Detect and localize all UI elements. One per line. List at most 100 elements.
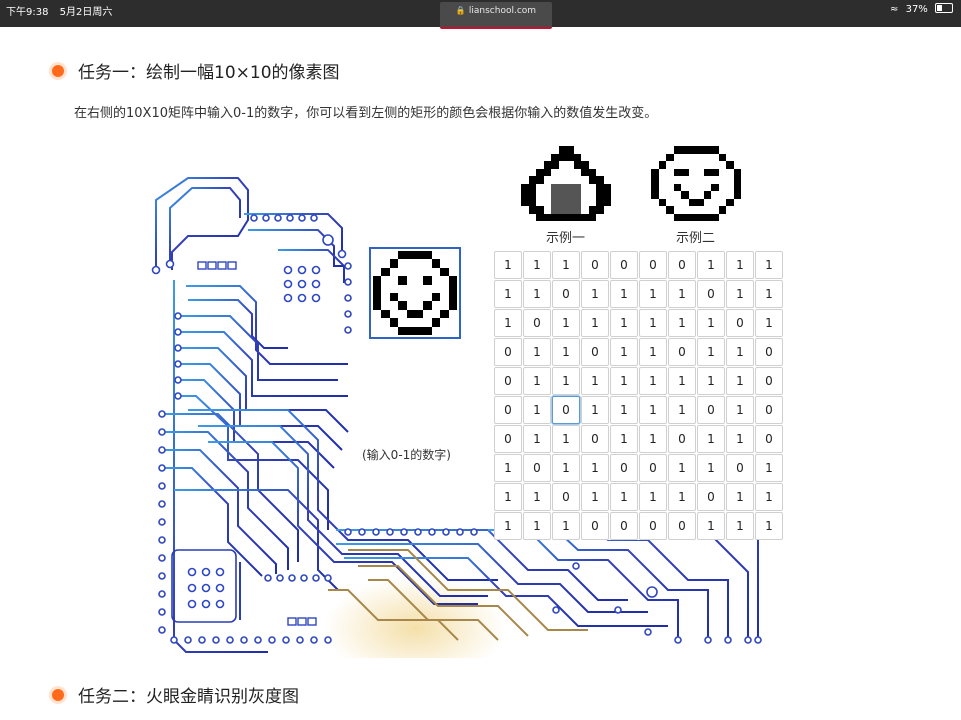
matrix-cell[interactable]: 1 [552,367,580,395]
matrix-cell[interactable]: 1 [552,454,580,482]
matrix-cell[interactable]: 1 [726,512,754,540]
matrix-cell[interactable]: 1 [755,280,783,308]
matrix-cell[interactable]: 1 [726,483,754,511]
matrix-cell[interactable]: 1 [494,309,522,337]
matrix-cell[interactable]: 0 [755,338,783,366]
matrix-cell[interactable]: 0 [639,251,667,279]
matrix-cell[interactable]: 1 [581,483,609,511]
matrix-cell[interactable]: 0 [697,280,725,308]
matrix-cell[interactable]: 0 [726,454,754,482]
matrix-cell[interactable]: 1 [697,367,725,395]
matrix-cell[interactable]: 0 [610,251,638,279]
matrix-cell[interactable]: 1 [494,454,522,482]
matrix-cell[interactable]: 1 [755,512,783,540]
matrix-cell[interactable]: 0 [755,367,783,395]
matrix-cell[interactable]: 1 [610,280,638,308]
matrix-cell[interactable]: 1 [726,338,754,366]
matrix-cell[interactable]: 1 [697,251,725,279]
matrix-cell[interactable]: 1 [697,512,725,540]
matrix-cell[interactable]: 1 [494,483,522,511]
matrix-cell[interactable]: 1 [755,309,783,337]
matrix-cell[interactable]: 0 [668,425,696,453]
matrix-cell[interactable]: 1 [755,454,783,482]
matrix-cell[interactable]: 1 [523,338,551,366]
matrix-cell[interactable]: 1 [726,367,754,395]
matrix-cell[interactable]: 1 [668,454,696,482]
matrix-cell[interactable]: 1 [581,367,609,395]
matrix-cell[interactable]: 1 [755,483,783,511]
matrix-cell[interactable]: 0 [610,454,638,482]
matrix-cell[interactable]: 1 [755,251,783,279]
matrix-cell[interactable]: 0 [755,425,783,453]
matrix-cell[interactable]: 1 [639,280,667,308]
matrix-cell[interactable]: 1 [697,309,725,337]
matrix-cell[interactable]: 1 [697,425,725,453]
matrix-cell[interactable]: 0 [523,454,551,482]
matrix-cell[interactable]: 0 [755,396,783,424]
matrix-cell[interactable]: 1 [523,425,551,453]
matrix-cell[interactable]: 1 [639,396,667,424]
matrix-cell[interactable]: 0 [581,512,609,540]
matrix-cell[interactable]: 1 [523,367,551,395]
matrix-cell[interactable]: 1 [668,483,696,511]
address-bar[interactable]: 🔒lianschool.com [440,2,552,29]
matrix-cell[interactable]: 0 [494,396,522,424]
matrix-cell[interactable]: 0 [639,454,667,482]
matrix-cell[interactable]: 1 [523,251,551,279]
matrix-cell[interactable]: 0 [494,367,522,395]
matrix-cell[interactable]: 1 [668,280,696,308]
matrix-cell[interactable]: 0 [668,512,696,540]
matrix-cell[interactable]: 0 [697,483,725,511]
matrix-cell[interactable]: 1 [552,512,580,540]
matrix-cell[interactable]: 1 [581,454,609,482]
matrix-cell[interactable]: 1 [494,512,522,540]
matrix-cell[interactable]: 1 [552,251,580,279]
matrix-cell[interactable]: 1 [581,280,609,308]
matrix-cell[interactable]: 0 [494,338,522,366]
matrix-cell[interactable]: 1 [552,309,580,337]
matrix-cell[interactable]: 1 [494,251,522,279]
matrix-cell[interactable]: 1 [639,425,667,453]
matrix-cell[interactable]: 0 [668,251,696,279]
matrix-cell[interactable]: 1 [726,280,754,308]
matrix-cell[interactable]: 1 [726,251,754,279]
matrix-cell[interactable]: 1 [610,338,638,366]
matrix-cell[interactable]: 1 [494,280,522,308]
matrix-cell[interactable]: 1 [639,309,667,337]
matrix-cell[interactable]: 1 [523,483,551,511]
matrix-cell[interactable]: 1 [581,396,609,424]
matrix-cell[interactable]: 1 [639,338,667,366]
matrix-cell[interactable]: 0 [581,425,609,453]
matrix-cell[interactable]: 0 [523,309,551,337]
matrix-cell[interactable]: 0 [552,396,580,424]
matrix-cell[interactable]: 0 [552,280,580,308]
matrix-cell[interactable]: 0 [639,512,667,540]
matrix-cell[interactable]: 1 [610,483,638,511]
matrix-cell[interactable]: 1 [610,425,638,453]
matrix-cell[interactable]: 1 [668,309,696,337]
matrix-cell[interactable]: 1 [668,396,696,424]
matrix-cell[interactable]: 1 [610,309,638,337]
matrix-cell[interactable]: 0 [668,338,696,366]
matrix-cell[interactable]: 0 [726,309,754,337]
matrix-cell[interactable]: 0 [494,425,522,453]
matrix-cell[interactable]: 1 [639,367,667,395]
matrix-cell[interactable]: 1 [610,367,638,395]
matrix-cell[interactable]: 0 [697,396,725,424]
matrix-cell[interactable]: 1 [610,396,638,424]
matrix-cell[interactable]: 1 [552,338,580,366]
matrix-cell[interactable]: 0 [552,483,580,511]
matrix-cell[interactable]: 0 [581,338,609,366]
matrix-cell[interactable]: 1 [552,425,580,453]
matrix-cell[interactable]: 1 [581,309,609,337]
matrix-cell[interactable]: 1 [523,396,551,424]
matrix-cell[interactable]: 1 [668,367,696,395]
matrix-cell[interactable]: 1 [726,396,754,424]
matrix-cell[interactable]: 1 [523,280,551,308]
matrix-cell[interactable]: 0 [581,251,609,279]
matrix-cell[interactable]: 1 [726,425,754,453]
matrix-cell[interactable]: 0 [610,512,638,540]
matrix-cell[interactable]: 1 [697,338,725,366]
matrix-cell[interactable]: 1 [639,483,667,511]
matrix-cell[interactable]: 1 [523,512,551,540]
